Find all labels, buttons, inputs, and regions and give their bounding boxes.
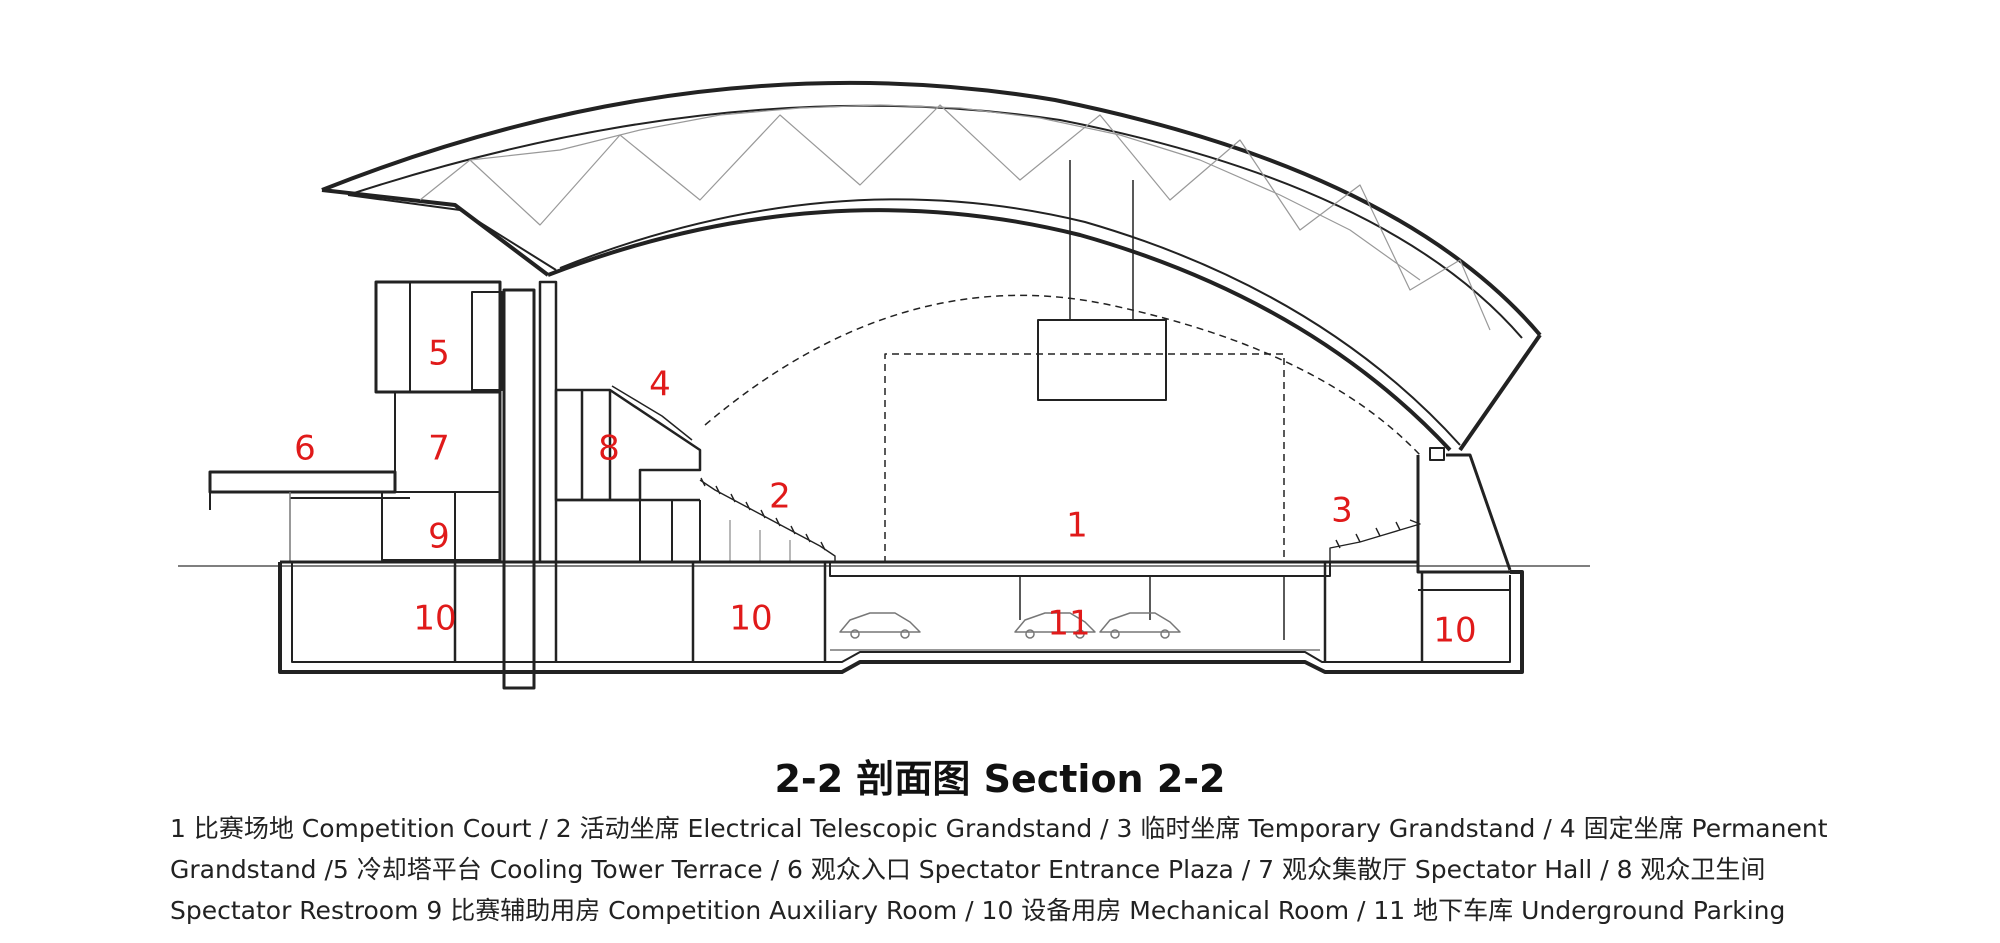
label-10-mechanical-room-mid: 10: [729, 599, 772, 639]
label-8-spectator-restroom: 8: [598, 429, 620, 469]
roof-soffit-inner: [559, 198, 1461, 446]
label-2-telescopic-grandstand: 2: [769, 477, 791, 517]
label-7-spectator-hall: 7: [428, 429, 450, 469]
label-4-permanent-grandstand: 4: [649, 365, 671, 405]
legend-line: Grandstand /5 冷却塔平台 Cooling Tower Terrac…: [170, 855, 1766, 884]
roof-right-end: [1458, 333, 1542, 452]
basement-walls: [453, 561, 1424, 662]
roof-inner: [347, 104, 1523, 339]
legend-line: Spectator Restroom 9 比赛辅助用房 Competition …: [170, 896, 1786, 925]
label-10-mechanical-room-left: 10: [413, 599, 456, 639]
scoreboard: [1037, 319, 1167, 401]
roof-outer: [321, 80, 1542, 337]
grandstand-fixed: [554, 385, 702, 564]
label-9-auxiliary-room: 9: [428, 517, 450, 557]
label-1-competition-court: 1: [1066, 506, 1088, 546]
label-10-mechanical-room-right: 10: [1433, 611, 1476, 651]
label-5-cooling-tower-terrace: 5: [428, 334, 450, 374]
left-building: [290, 280, 503, 562]
drawing-title: 2-2 剖面图 Section 2-2: [774, 757, 1226, 801]
right-structure: [1325, 447, 1512, 591]
parked-cars: [839, 612, 1181, 639]
dashed-court-box: [884, 353, 1285, 563]
roof-truss: [419, 104, 1491, 331]
label-11-underground-parking: 11: [1047, 604, 1090, 644]
roof-soffit: [547, 208, 1452, 452]
roof-left-tip-inner: [347, 194, 557, 271]
legend: 1 比赛场地 Competition Court / 2 活动坐席 Electr…: [170, 808, 1880, 931]
main-column: [502, 288, 536, 690]
grandstand-telescopic: [699, 477, 836, 562]
legend-line: 1 比赛场地 Competition Court / 2 活动坐席 Electr…: [170, 814, 1828, 843]
roof-left-tip: [321, 188, 550, 277]
label-6-entrance-plaza: 6: [294, 429, 316, 469]
basement-slab: [278, 562, 1524, 674]
label-3-temporary-grandstand: 3: [1331, 491, 1353, 531]
entrance-canopy: [208, 470, 397, 494]
